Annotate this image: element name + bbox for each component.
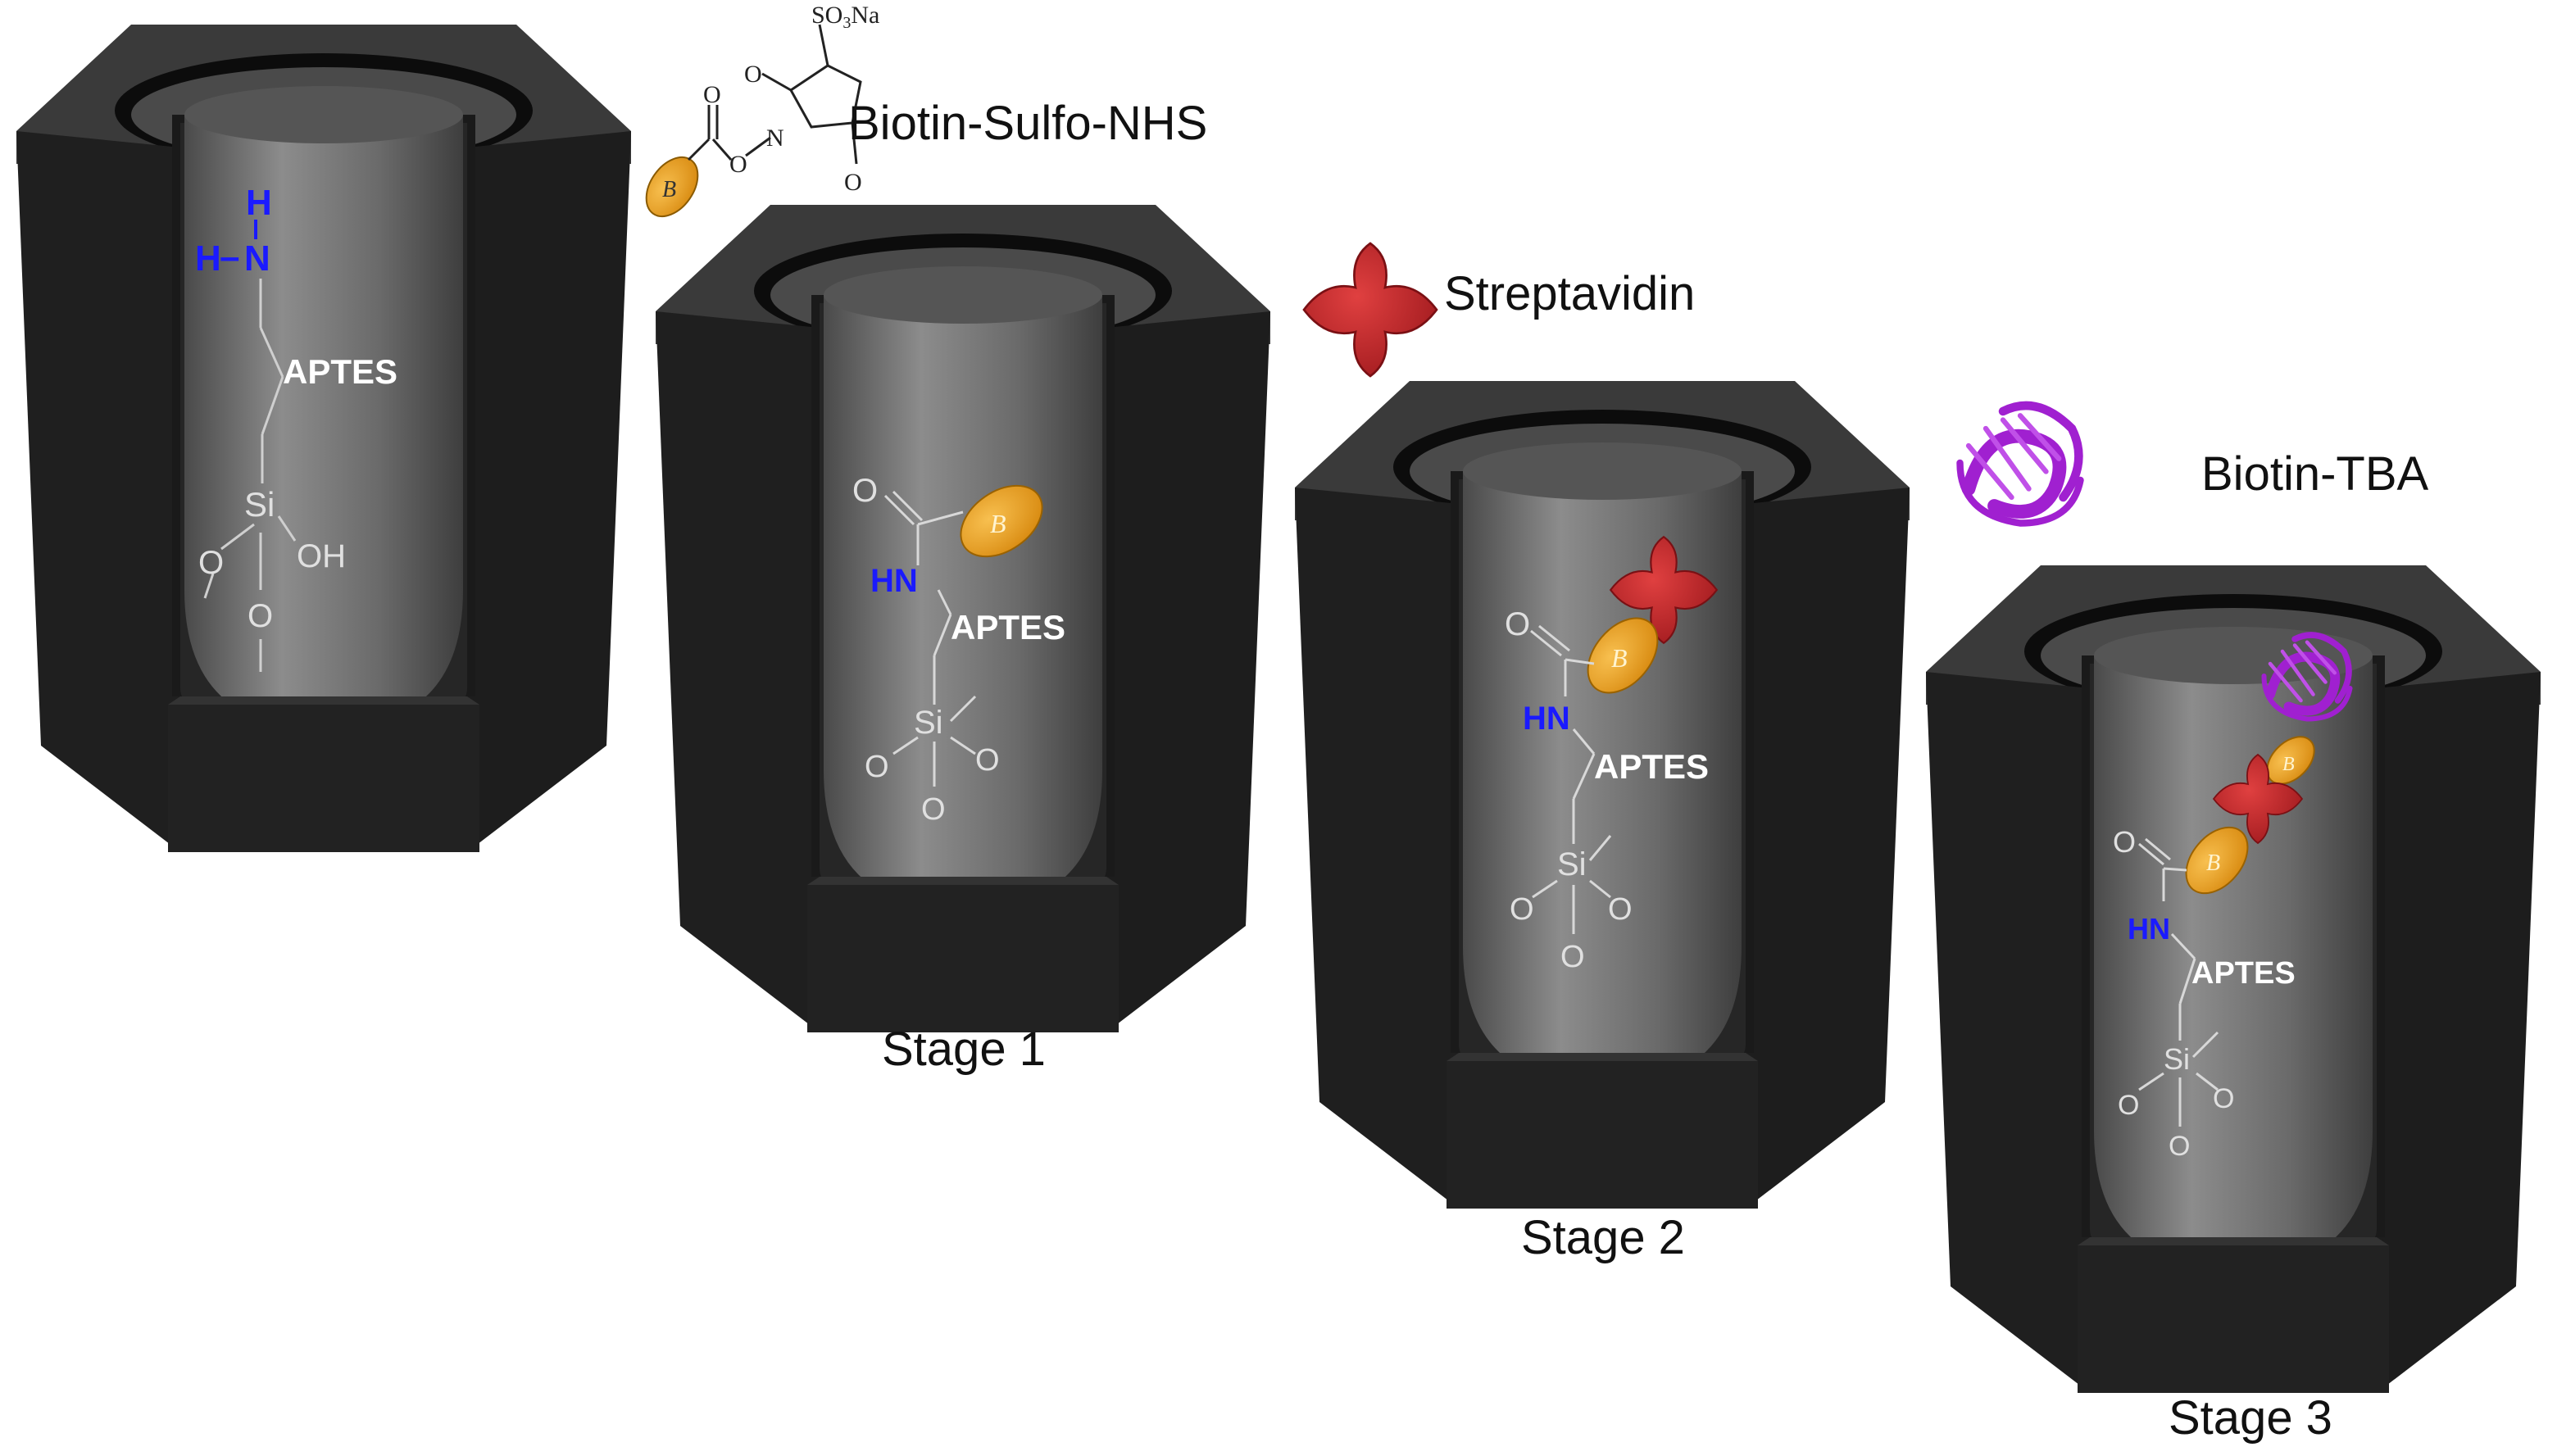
o-left-0: O	[198, 545, 224, 581]
streptavidin-icon	[1302, 242, 1438, 378]
block-initial	[16, 25, 631, 852]
amine-dash: –	[220, 237, 239, 277]
sulfo-nhs-n: N	[766, 125, 784, 152]
chem-stage-2	[1530, 624, 1612, 934]
o-bottom-1: O	[921, 792, 946, 827]
sulfo-nhs-o-ester: O	[729, 151, 747, 178]
biotin-b-top-stage-3: B	[2282, 754, 2295, 775]
streptavidin-label: Streptavidin	[1444, 267, 1695, 320]
biotin-stage-2	[1587, 617, 1659, 694]
o-left-2: O	[1510, 892, 1534, 927]
biotin-b-stage-2: B	[1611, 643, 1628, 673]
carbonyl-o-stage-2: O	[1505, 606, 1530, 642]
sulfo-nhs-biotin-b: B	[662, 177, 676, 202]
si-label-1: Si	[914, 705, 943, 741]
biotin-bottom-stage-3	[2185, 826, 2249, 895]
oh-label-0: OH	[297, 538, 346, 574]
si-label-0: Si	[244, 485, 275, 524]
aptamer-icon	[1960, 406, 2081, 524]
sulfo-nhs-o-top: O	[744, 61, 762, 88]
o-left-3: O	[2118, 1090, 2139, 1121]
o-right-2: O	[1608, 892, 1633, 927]
si-label-2: Si	[1557, 846, 1587, 882]
sulfo-nhs-o-carbonyl: O	[703, 81, 721, 108]
biotin-tba-label: Biotin-TBA	[2201, 447, 2429, 501]
hn-stage-2: HN	[1523, 701, 1570, 737]
o-bottom-0: O	[248, 598, 273, 634]
stage-3-caption: Stage 3	[2169, 1391, 2332, 1445]
o-bottom-3: O	[2169, 1131, 2190, 1162]
chem-stage-3	[2138, 837, 2219, 1127]
biotin-top-stage-3	[2266, 736, 2315, 785]
o-bottom-2: O	[1560, 940, 1585, 974]
hn-stage-3: HN	[2128, 912, 2170, 946]
si-label-3: Si	[2164, 1042, 2190, 1076]
aptes-label-3: APTES	[2191, 956, 2296, 991]
biotin-b-bottom-stage-3: B	[2206, 850, 2220, 876]
biotin-stage-1	[960, 484, 1043, 558]
chem-stage-1	[883, 490, 977, 787]
stage-1-caption: Stage 1	[882, 1023, 1046, 1076]
hn-stage-1: HN	[870, 563, 918, 599]
amine-h-top: H	[246, 183, 272, 223]
o-right-3: O	[2213, 1083, 2234, 1114]
sulfo-nhs-so3na: SO3Na	[811, 2, 879, 32]
aptes-label-2: APTES	[1594, 747, 1709, 786]
biotin-b-stage-1: B	[990, 509, 1006, 538]
o-right-1: O	[975, 743, 1000, 778]
stage-2-caption: Stage 2	[1521, 1211, 1685, 1264]
amine-h-left: H	[195, 238, 221, 279]
aptes-label-0: APTES	[283, 352, 397, 391]
sulfo-nhs-structure: B O O N O O SO3Na	[645, 2, 879, 218]
chem-initial	[203, 279, 297, 672]
aptes-label-1: APTES	[951, 608, 1065, 646]
sulfo-nhs-o-bottom: O	[844, 169, 862, 196]
block-stage-2	[1295, 381, 1910, 1209]
o-left-1: O	[865, 750, 889, 784]
sulfo-nhs-label: Biotin-Sulfo-NHS	[848, 97, 1207, 150]
carbonyl-o-stage-1: O	[852, 473, 878, 509]
carbonyl-o-stage-3: O	[2113, 825, 2136, 859]
amine-n: N	[244, 238, 270, 279]
